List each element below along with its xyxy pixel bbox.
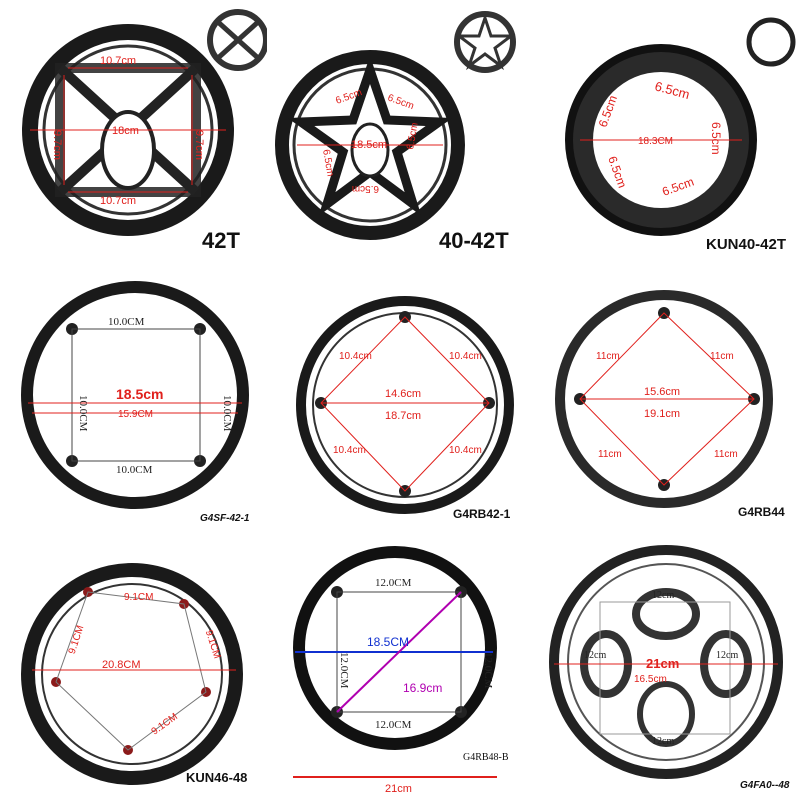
dim-upper-left: 10.4cm (339, 351, 372, 362)
dim-top: 10.7cm (100, 55, 136, 67)
dim-inner: 16.5cm (634, 674, 667, 685)
dim-overall: 21cm (646, 656, 679, 671)
dim-inner: 15.6cm (644, 386, 680, 398)
dim-upper-right: 11cm (710, 351, 734, 362)
dim-right: 6.5cm (405, 122, 421, 151)
dim-bottom: 6.5cm (352, 183, 379, 194)
dim-left: 12cm (584, 650, 606, 661)
dim-outer: 18.7cm (385, 410, 421, 422)
product-42t: 10.7cm 9.7cm 18cm 9.7cm 10.7cm 42T (0, 0, 267, 267)
dim-left: 9.7cm (51, 130, 63, 160)
dim-right: 9.1CM (203, 629, 223, 660)
dim-top: 10.0CM (108, 316, 145, 328)
dim-top: 9.1CM (124, 592, 153, 603)
dim-left: 9.1CM (67, 624, 87, 655)
dim-lower-left: 10.4cm (333, 445, 366, 456)
dim-diagonal: 16.9cm (403, 681, 442, 695)
product-g4rb48-b: 12.0CM 12.0CM 18.5CM 16.9cm 12.0CM 12.0C… (267, 534, 534, 801)
dim-left: 12.0CM (338, 652, 350, 689)
chainguard-40-42t-image: 6.5cm 6.5cm 18.5cm 6.5cm 6.5cm 6.5cm (275, 11, 516, 240)
chainguard-g4rb44-image: 11cm 11cm 15.6cm 19.1cm 11cm 11cm (555, 290, 773, 508)
dim-right: 10.0CM (221, 395, 233, 432)
dim-upper-right: 6.5cm (386, 92, 415, 112)
dim-right: 9.7cm (193, 130, 205, 160)
dim-center: 18.5cm (116, 386, 163, 402)
model-label: G4FA0--48 (740, 780, 790, 791)
model-label: G4SF-42-1 (200, 513, 250, 524)
dim-bottom: 10.7cm (100, 195, 136, 207)
chainguard-g4fa0-48-image: 12cm 12cm 12cm 21cm 16.5cm 12cm (549, 545, 783, 779)
dim-right: 12.0CM (482, 652, 494, 689)
product-kun40-42t: 6.5cm 6.5cm 6.5cm 18.3CM 6.5cm 6.5cm KUN… (534, 0, 801, 267)
model-label: G4RB44 (738, 505, 785, 519)
product-40-42t: 6.5cm 6.5cm 18.5cm 6.5cm 6.5cm 6.5cm 40-… (267, 0, 534, 267)
product-kun46-48: 9.1CM 9.1CM 20.8CM 9.1CM 9.1CM KUN46-48 (0, 534, 267, 801)
dim-center: 18cm (112, 125, 139, 137)
dim-left: 6.5cm (320, 149, 336, 178)
dim-center: 18.5cm (351, 139, 387, 151)
dim-center: 18.3CM (638, 136, 673, 147)
dim-top: 12cm (652, 590, 674, 601)
dim-upper-right: 10.4cm (449, 351, 482, 362)
model-label: KUN46-48 (186, 770, 248, 785)
product-g4rb42-1: 10.4cm 10.4cm 14.6cm 18.7cm 10.4cm 10.4c… (267, 267, 534, 534)
dim-right: 6.5cm (709, 122, 723, 155)
model-label: KUN40-42T (706, 236, 787, 253)
dim-top: 12.0CM (375, 577, 412, 589)
dim-bottom: 12cm (652, 736, 674, 747)
dim-lower-right: 11cm (714, 449, 738, 460)
dim-right: 12cm (716, 650, 738, 661)
dim-bottom: 10.0CM (116, 464, 153, 476)
dim-inner: 15.9CM (118, 409, 153, 420)
product-g4rb44: 11cm 11cm 15.6cm 19.1cm 11cm 11cm G4RB44 (534, 267, 801, 534)
dim-outer: 19.1cm (644, 408, 680, 420)
dim-center: 20.8CM (102, 659, 141, 671)
product-g4sf-42-1: 10.0CM 10.0CM 18.5cm 15.9CM 10.0CM 10.0C… (0, 267, 267, 534)
chainguard-kun46-48-image: 9.1CM 9.1CM 20.8CM 9.1CM 9.1CM (21, 563, 243, 785)
dim-bottom: 12.0CM (375, 719, 412, 731)
chainguard-42t-image: 10.7cm 9.7cm 18cm 9.7cm 10.7cm (22, 9, 267, 236)
model-label: G4RB48-B (463, 752, 509, 763)
chainguard-g4sf-42-1-image: 10.0CM 10.0CM 18.5cm 15.9CM 10.0CM 10.0C… (21, 281, 249, 509)
dim-lower-left: 11cm (598, 449, 622, 460)
model-label: G4RB42-1 (453, 507, 511, 521)
dim-blue: 18.5CM (367, 635, 409, 649)
dim-overall: 21cm (385, 783, 412, 795)
model-label: 42T (202, 228, 240, 253)
dim-left: 10.0CM (77, 395, 89, 432)
dim-bottom: 9.1CM (150, 711, 180, 737)
dim-lower-right: 10.4cm (449, 445, 482, 456)
dim-upper-left: 11cm (596, 351, 620, 362)
dim-inner: 14.6cm (385, 388, 421, 400)
chainguard-g4rb48-b-image: 12.0CM 12.0CM 18.5CM 16.9cm 12.0CM 12.0C… (293, 546, 497, 795)
model-label: 40-42T (439, 228, 509, 253)
product-g4fa0-48: 12cm 12cm 12cm 21cm 16.5cm 12cm G4FA0--4… (534, 534, 801, 801)
chainguard-g4rb42-1-image: 10.4cm 10.4cm 14.6cm 18.7cm 10.4cm 10.4c… (296, 296, 514, 514)
chainguard-kun40-42t-image: 6.5cm 6.5cm 6.5cm 18.3CM 6.5cm 6.5cm (565, 17, 796, 236)
